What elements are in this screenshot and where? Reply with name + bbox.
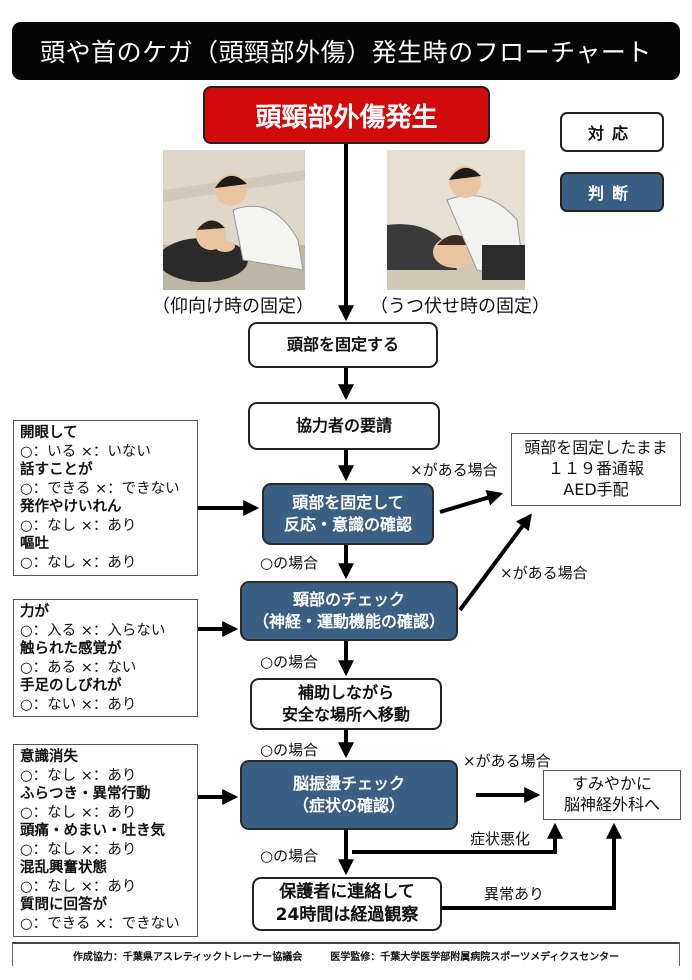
outcome-neurosurgery: すみやかに 脳神経外科へ <box>543 770 681 820</box>
footer-supervision: 医学監修：千葉大学医学部附属病院スポーツメディクスセンター <box>330 951 620 963</box>
criteria-question: 質問に回答が <box>20 897 107 914</box>
criteria-question: 話すことが <box>20 462 93 479</box>
step-move-to-safe-place: 補助しながら 安全な場所へ移動 <box>250 678 442 730</box>
label-abnormal: 異常あり <box>484 885 545 903</box>
criteria-answer: ○：なし ×：あり <box>20 517 137 534</box>
page-title: 頭や首のケガ（頭頸部外傷）発生時のフローチャート <box>12 22 680 80</box>
outcome-emergency-call: 頭部を固定したまま １１９番通報 AED手配 <box>511 433 681 506</box>
judge-check-response-line1: 頭部を固定して <box>292 493 404 513</box>
step-observe-line1: 保護者に連絡して <box>279 882 415 903</box>
label-ok-case-response: ○の場合 <box>260 554 319 572</box>
criteria-question: 力が <box>20 604 49 620</box>
supine-fixation-illustration <box>163 150 305 290</box>
supine-caption: （仰向け時の固定） <box>152 296 314 317</box>
legend-action: 対応 <box>560 112 664 152</box>
outcome-emergency-line3: AED手配 <box>563 479 629 499</box>
judge-check-response: 頭部を固定して 反応・意識の確認 <box>262 483 434 545</box>
label-worsening: 症状悪化 <box>470 830 531 848</box>
outcome-emergency-line1: 頭部を固定したまま <box>524 438 668 458</box>
criteria-answer: ○：ない ×：あり <box>20 696 137 713</box>
criteria-question: 開眼して <box>20 425 78 441</box>
step-observe-line2: 24時間は経過観察 <box>275 905 419 925</box>
label-x-case-response: ×がある場合 <box>410 461 498 479</box>
criteria-answer: ○：できる ×：できない <box>20 915 180 932</box>
criteria-answer: ○：なし ×：あり <box>20 554 137 571</box>
outcome-neurosurgery-line1: すみやかに <box>571 774 652 794</box>
step-request-help: 協力者の要請 <box>248 402 440 450</box>
label-ok-case-neck: ○の場合 <box>260 653 319 671</box>
step-contact-guardian-observe: 保護者に連絡して 24時間は経過観察 <box>252 877 442 931</box>
criteria-answer: ○：いる ×：いない <box>20 443 151 460</box>
label-x-case-concussion: ×がある場合 <box>463 752 551 770</box>
judge-neck-check-line1: 頸部のチェック <box>292 590 405 610</box>
start-node-head-neck-injury: 頭頸部外傷発生 <box>203 86 490 144</box>
criteria-question: 混乱興奮状態 <box>20 860 107 877</box>
judge-neck-check: 頸部のチェック （神経・運動機能の確認） <box>240 581 458 641</box>
step-request-help-text: 協力者の要請 <box>295 416 392 436</box>
criteria-answer: ○：なし ×：あり <box>20 878 137 895</box>
criteria-response: 開眼して ○：いる ×：いない 話すことが ○：できる ×：できない 発作やけい… <box>13 420 198 576</box>
label-x-case-neck: ×がある場合 <box>500 564 588 582</box>
footer-credits: 作成協力：千葉県アスレティックトレーナー協議会 医学監修：千葉大学医学部附属病院… <box>12 942 680 966</box>
criteria-question: 触られた感覚が <box>20 641 122 658</box>
prone-caption: （うつ伏せ時の固定） <box>370 296 550 317</box>
criteria-concussion: 意識消失 ○：なし ×：あり ふらつき・異常行動 ○：なし ×：あり 頭痛・めま… <box>13 744 198 937</box>
criteria-question: 意識消失 <box>20 749 78 765</box>
arrow-response-to-emergency <box>439 490 504 514</box>
criteria-answer: ○：なし ×：あり <box>20 767 137 784</box>
outcome-emergency-line2: １１９番通報 <box>547 459 644 479</box>
criteria-neck: 力が ○：入る ×：入らない 触られた感覚が ○：ある ×：ない 手足のしびれが… <box>13 599 198 717</box>
criteria-answer: ○：入る ×：入らない <box>20 622 166 639</box>
judge-concussion-line1: 脳振盪チェック <box>292 774 405 794</box>
legend-judgement: 判断 <box>560 172 664 212</box>
criteria-answer: ○：できる ×：できない <box>20 480 180 497</box>
criteria-answer: ○：なし ×：あり <box>20 804 137 821</box>
prone-fixation-illustration <box>387 150 525 290</box>
criteria-question: 発作やけいれん <box>20 499 122 516</box>
step-move-line1: 補助しながら <box>297 683 394 703</box>
outcome-neurosurgery-line2: 脳神経外科へ <box>563 795 660 814</box>
criteria-question: 手足のしびれが <box>20 678 122 695</box>
judge-concussion-line2: （症状の確認） <box>292 796 405 815</box>
step-fix-head-text: 頭部を固定する <box>286 335 399 355</box>
footer-cooperation: 作成協力：千葉県アスレティックトレーナー協議会 <box>72 951 303 963</box>
criteria-answer: ○：なし ×：あり <box>20 841 137 858</box>
step-fix-head: 頭部を固定する <box>248 322 438 368</box>
criteria-answer: ○：ある ×：ない <box>20 659 137 676</box>
judge-neck-check-line2: （神経・運動機能の確認） <box>252 612 445 631</box>
judge-check-response-line2: 反応・意識の確認 <box>283 515 412 534</box>
judge-concussion-check: 脳振盪チェック （症状の確認） <box>240 760 458 830</box>
label-ok-case-move: ○の場合 <box>260 741 319 759</box>
criteria-question: 頭痛・めまい・吐き気 <box>20 823 165 840</box>
label-ok-case-concussion: ○の場合 <box>260 847 319 865</box>
step-move-line2: 安全な場所へ移動 <box>281 705 410 724</box>
criteria-question: ふらつき・異常行動 <box>20 786 151 803</box>
criteria-question: 嘔吐 <box>20 536 49 553</box>
